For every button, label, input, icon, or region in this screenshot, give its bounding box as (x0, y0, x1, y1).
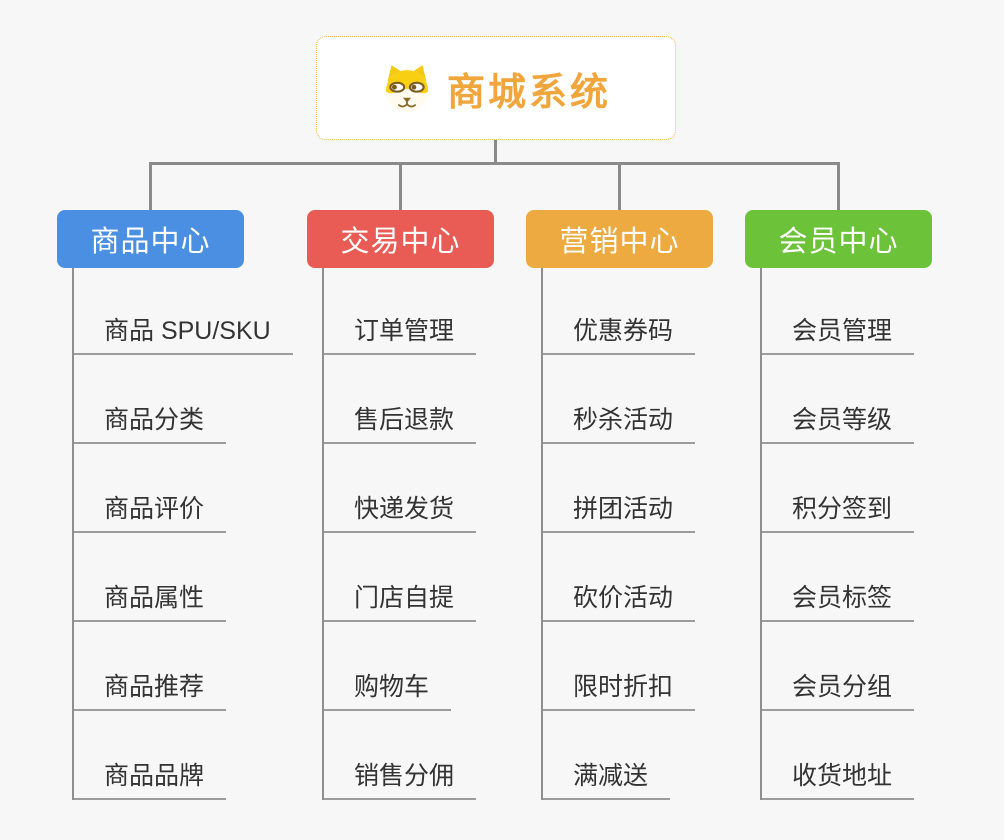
leaf-node[interactable]: 商品评价 (74, 444, 227, 533)
branch-label: 会员中心 (778, 226, 899, 258)
leaf-node[interactable]: 限时折扣 (543, 622, 696, 711)
connector-drop-trade (399, 162, 402, 210)
leaf-column-goods: 商品 SPU/SKU 商品分类 商品评价 商品属性 商品推荐 商品品牌 (72, 268, 293, 800)
leaf-node[interactable]: 门店自提 (324, 533, 477, 622)
leaf-node[interactable]: 满减送 (543, 711, 671, 800)
connector-drop-marketing (618, 162, 621, 210)
leaf-node[interactable]: 销售分佣 (324, 711, 477, 800)
leaf-node[interactable]: 秒杀活动 (543, 355, 696, 444)
leaf-column-trade: 订单管理 售后退款 快递发货 门店自提 购物车 销售分佣 (322, 268, 477, 800)
leaf-node[interactable]: 会员等级 (762, 355, 915, 444)
leaf-node[interactable]: 会员分组 (762, 622, 915, 711)
connector-drop-member (837, 162, 840, 210)
leaf-node[interactable]: 购物车 (324, 622, 452, 711)
leaf-node[interactable]: 订单管理 (324, 268, 477, 355)
leaf-node[interactable]: 优惠券码 (543, 268, 696, 355)
branch-label: 商品中心 (90, 226, 211, 258)
leaf-column-marketing: 优惠券码 秒杀活动 拼团活动 砍价活动 限时折扣 满减送 (541, 268, 696, 800)
leaf-node[interactable]: 拼团活动 (543, 444, 696, 533)
branch-node-member[interactable]: 会员中心 (745, 210, 932, 268)
branch-label: 交易中心 (340, 226, 461, 258)
leaf-node[interactable]: 商品推荐 (74, 622, 227, 711)
leaf-node[interactable]: 会员管理 (762, 268, 915, 355)
branch-node-marketing[interactable]: 营销中心 (526, 210, 713, 268)
leaf-node[interactable]: 售后退款 (324, 355, 477, 444)
leaf-node[interactable]: 商品属性 (74, 533, 227, 622)
leaf-node[interactable]: 会员标签 (762, 533, 915, 622)
leaf-node[interactable]: 商品品牌 (74, 711, 227, 800)
leaf-node[interactable]: 积分签到 (762, 444, 915, 533)
leaf-node[interactable]: 收货地址 (762, 711, 915, 800)
connector-drop-goods (149, 162, 152, 210)
root-title: 商城系统 (446, 71, 611, 114)
branch-node-goods[interactable]: 商品中心 (57, 210, 244, 268)
leaf-node[interactable]: 商品分类 (74, 355, 227, 444)
shiba-dog-icon (381, 62, 433, 114)
branch-label: 营销中心 (559, 226, 680, 258)
branch-node-trade[interactable]: 交易中心 (307, 210, 494, 268)
leaf-node[interactable]: 砍价活动 (543, 533, 696, 622)
leaf-column-member: 会员管理 会员等级 积分签到 会员标签 会员分组 收货地址 (760, 268, 915, 800)
connector-root-stem (494, 140, 497, 162)
root-node[interactable]: 商城系统 (316, 36, 676, 140)
leaf-node[interactable]: 商品 SPU/SKU (74, 268, 293, 355)
leaf-node[interactable]: 快递发货 (324, 444, 477, 533)
connector-horizontal (149, 162, 840, 165)
